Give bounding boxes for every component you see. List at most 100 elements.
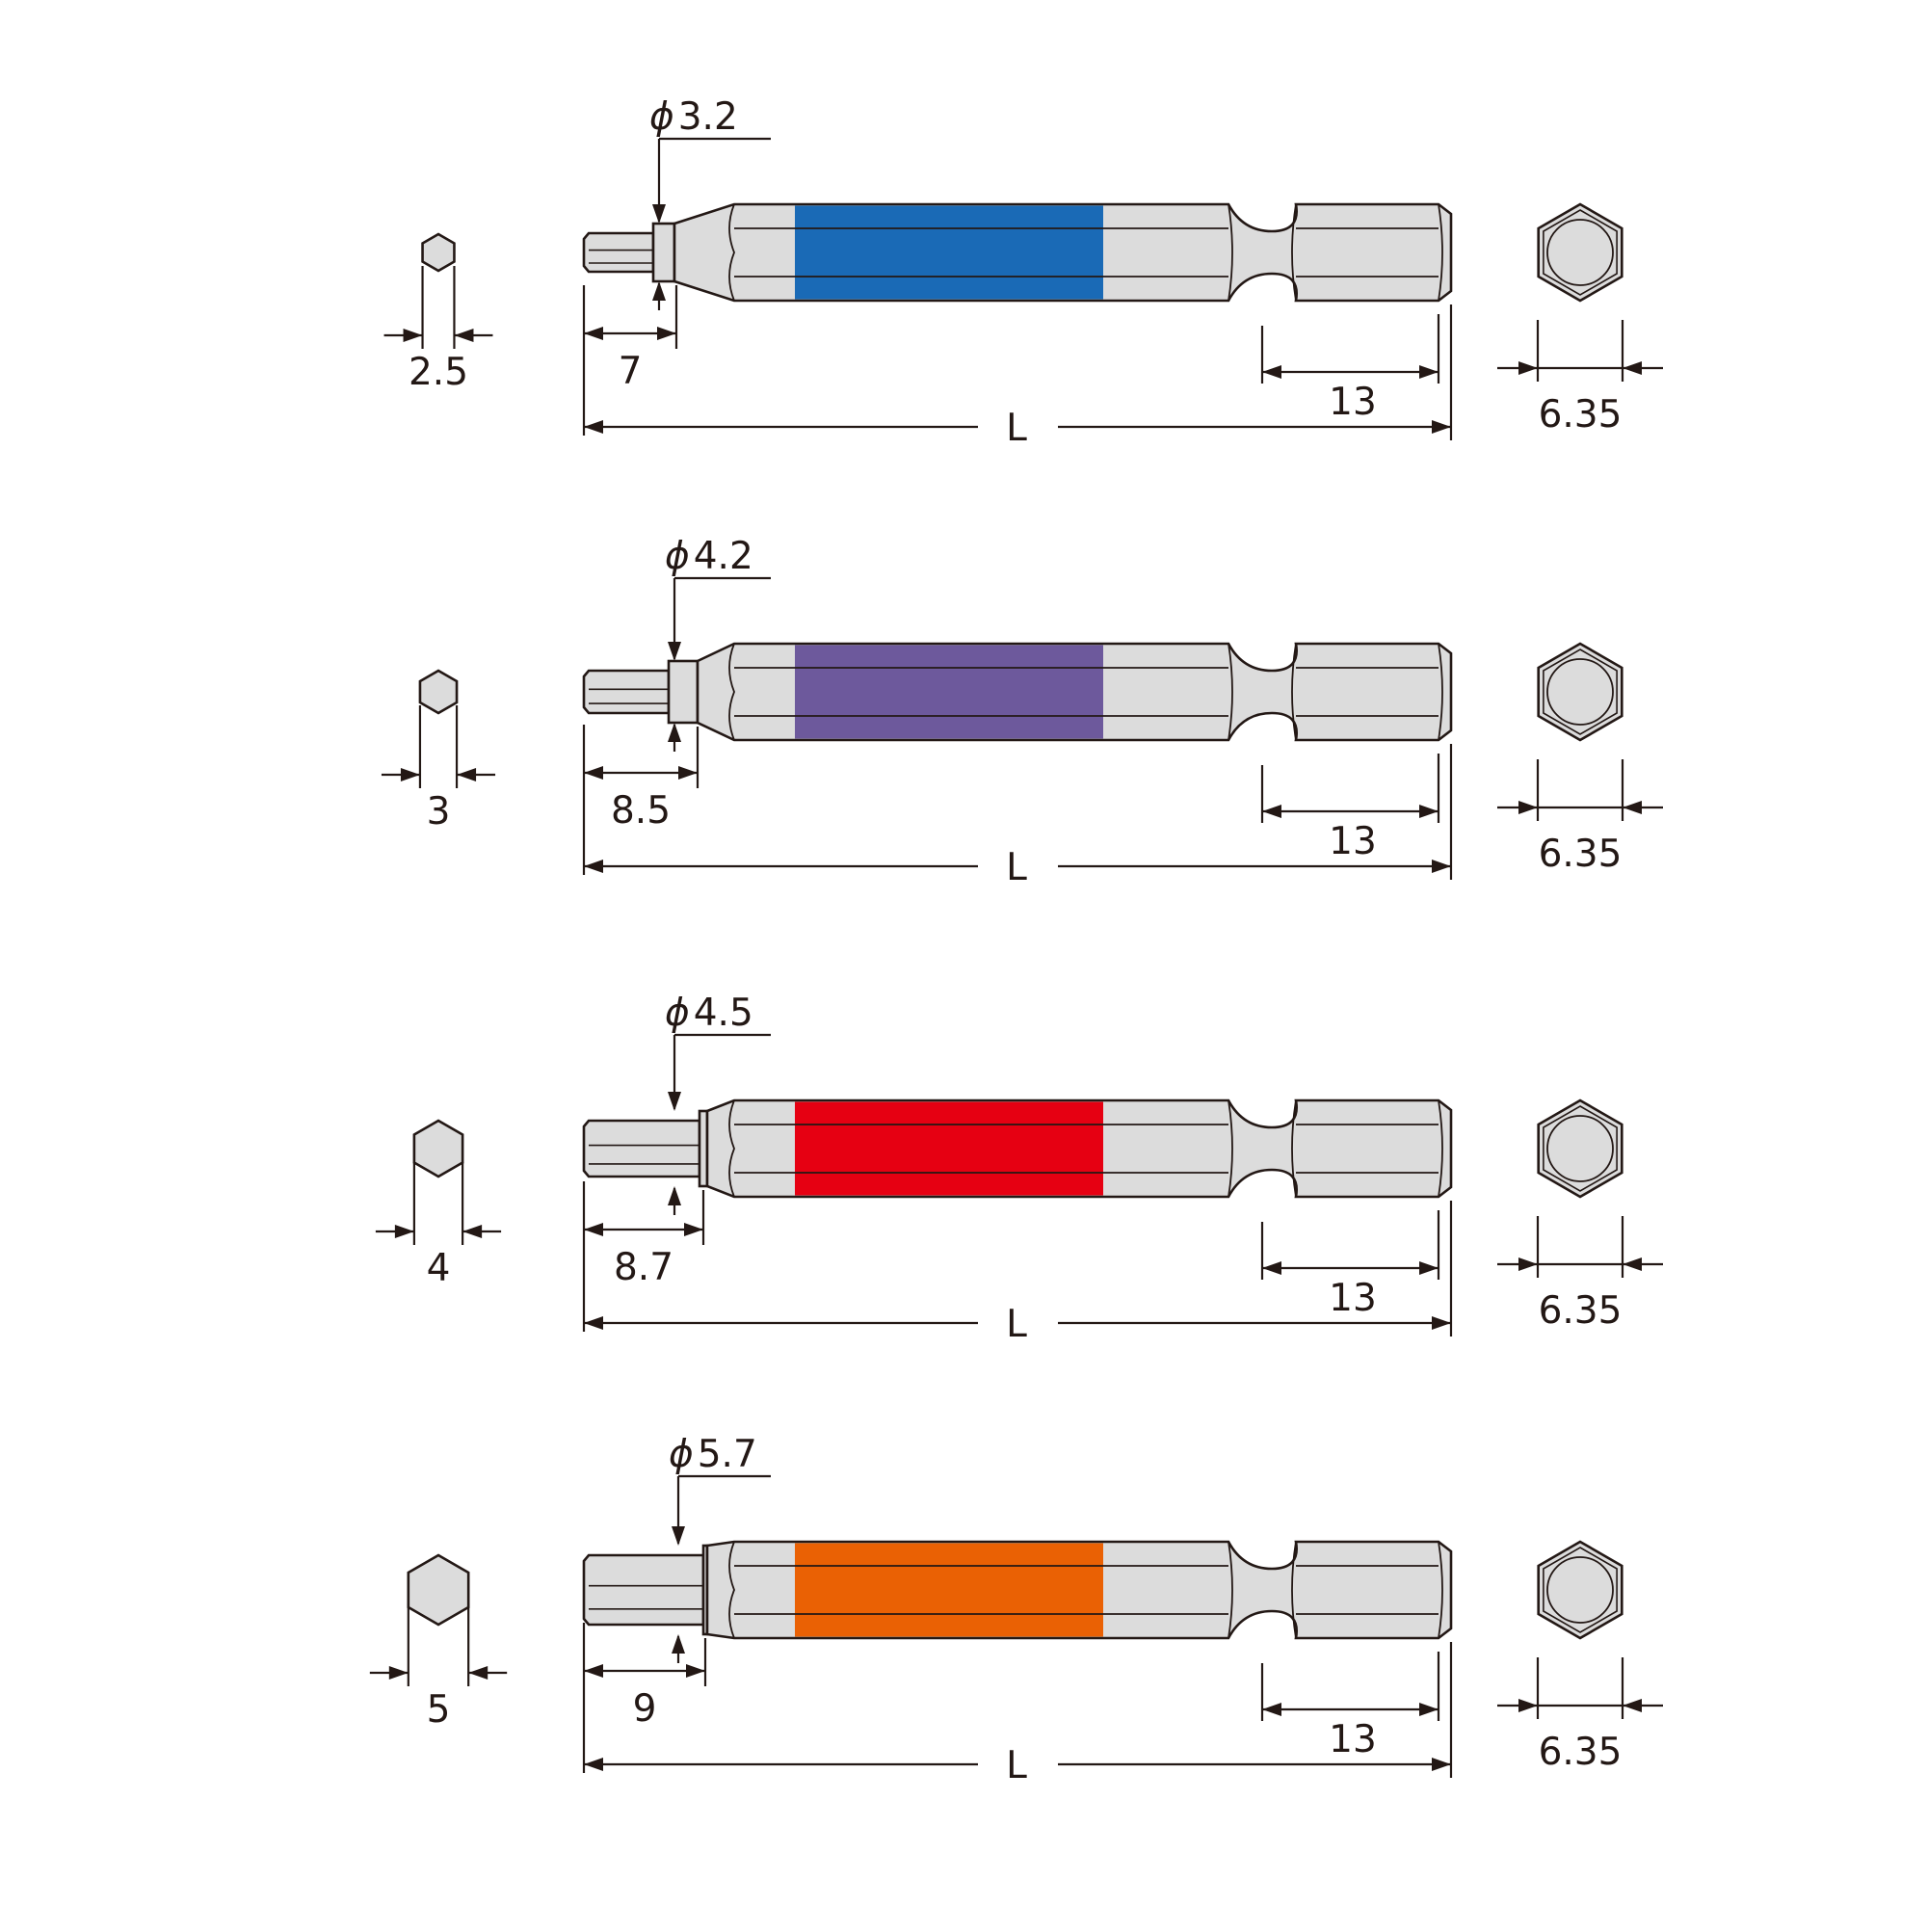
shank-edge (1291, 1099, 1297, 1198)
shank-length-label: 13 (1329, 1277, 1377, 1320)
overall-length-label: L (1006, 407, 1027, 450)
tip-across-flats-label: 3 (427, 790, 451, 834)
tip-end-view-hexagon (407, 1553, 470, 1627)
tip-end-view-hexagon (418, 669, 459, 715)
neck-diameter-value: 4.2 (694, 535, 753, 578)
body-facet-curve (728, 1541, 735, 1639)
arrow-head (1518, 361, 1538, 375)
shank-chamfer-hexagon (1543, 209, 1618, 296)
shank-end-edge (1438, 203, 1443, 302)
shank-end-circle (1546, 219, 1614, 286)
arrow-head (672, 1634, 685, 1654)
arrow-head (584, 766, 603, 780)
color-band (795, 1101, 1103, 1196)
arrow-head (1419, 365, 1439, 379)
arrow-head (1262, 1261, 1281, 1275)
overall-length-label: L (1006, 846, 1027, 889)
hex-tip (582, 231, 655, 274)
arrow-head (672, 1526, 685, 1546)
shank-length-label: 13 (1329, 820, 1377, 863)
arrow-head (584, 1316, 603, 1330)
arrow-head (584, 1223, 603, 1236)
arrow-head (584, 1664, 603, 1678)
color-band (795, 645, 1103, 739)
tip-across-flats-label: 2.5 (409, 351, 468, 394)
neck (651, 222, 676, 283)
shank-chamfer-hexagon (1543, 1105, 1618, 1192)
color-band (795, 205, 1103, 300)
arrow-head (1419, 1261, 1439, 1275)
phi-symbol: ϕ (649, 95, 674, 139)
arrow-head (1623, 1257, 1642, 1271)
shank-edge (1291, 1541, 1297, 1639)
shank-chamfer-hexagon (1543, 1547, 1618, 1633)
arrow-head (584, 860, 603, 873)
shank-end-edge (1438, 643, 1443, 741)
hex-tip (582, 1553, 705, 1627)
arrow-head (668, 723, 681, 742)
arrow-head (1419, 805, 1439, 818)
tip-end-view-hexagon (412, 1119, 464, 1178)
arrow-head (1432, 1316, 1451, 1330)
shank-hex-size-label: 6.35 (1539, 1731, 1623, 1774)
hex-tip (582, 669, 671, 715)
shank-chamfer-hexagon (1543, 648, 1618, 735)
arrow-head (652, 281, 666, 301)
arrow-head (1623, 801, 1642, 814)
shank-hex-size-label: 6.35 (1539, 1289, 1623, 1333)
arrow-head (468, 1666, 488, 1680)
neck-diameter-value: 3.2 (678, 95, 738, 139)
arrow-head (1262, 1703, 1281, 1716)
tip-across-flats-label: 4 (427, 1247, 451, 1290)
body-facet-curve (728, 1099, 735, 1198)
shank-end-edge (1438, 1541, 1443, 1639)
shank-end-edge (1438, 1099, 1443, 1198)
shank-end-circle (1546, 1115, 1614, 1182)
arrow-head (394, 1225, 414, 1238)
arrow-head (1432, 860, 1451, 873)
arrow-head (400, 768, 420, 781)
arrow-head (678, 766, 698, 780)
groove-edge (1227, 643, 1233, 741)
arrow-head (686, 1664, 705, 1678)
arrow-head (584, 1758, 603, 1771)
tip-length-label: 8.5 (611, 789, 671, 833)
phi-symbol: ϕ (665, 992, 690, 1035)
shank-end-circle (1546, 1556, 1614, 1624)
overall-length-label: L (1006, 1744, 1027, 1787)
phi-symbol: ϕ (665, 535, 690, 578)
arrow-head (668, 1186, 681, 1205)
arrow-head (388, 1666, 409, 1680)
groove-edge (1227, 203, 1233, 302)
neck (667, 659, 700, 725)
arrow-head (454, 329, 474, 342)
arrow-head (652, 204, 666, 224)
arrow-head (668, 1092, 681, 1111)
arrow-head (403, 329, 423, 342)
color-band (795, 1543, 1103, 1637)
tip-across-flats-label: 5 (427, 1688, 451, 1732)
arrow-head (584, 420, 603, 434)
arrow-head (1419, 1703, 1439, 1716)
groove-edge (1227, 1541, 1233, 1639)
arrow-head (462, 1225, 483, 1238)
shank-hex-size-label: 6.35 (1539, 833, 1623, 876)
arrow-head (684, 1223, 703, 1236)
shank-edge (1291, 643, 1297, 741)
arrow-head (1623, 1699, 1642, 1712)
tip-length-label: 9 (633, 1687, 657, 1731)
neck-diameter-value: 5.7 (698, 1433, 757, 1476)
arrow-head (457, 768, 477, 781)
tip-end-view-hexagon (421, 232, 456, 273)
tip-length-label: 7 (619, 350, 643, 393)
arrow-head (584, 327, 603, 340)
shank-length-label: 13 (1329, 381, 1377, 424)
arrow-head (1518, 1257, 1538, 1271)
